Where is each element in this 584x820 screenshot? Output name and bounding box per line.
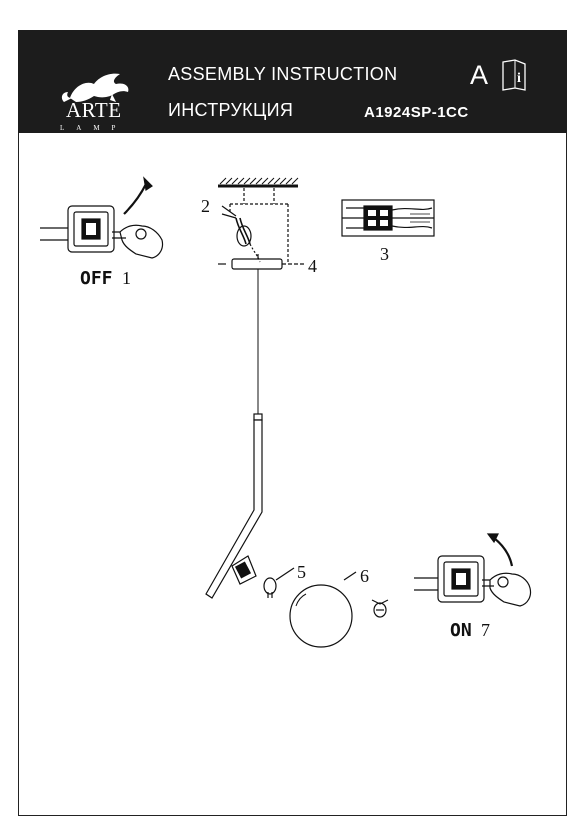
canopy-icon	[218, 254, 306, 270]
ceiling-mount-icon	[218, 177, 299, 263]
instruction-sheet	[18, 30, 567, 816]
step-number-5: 5	[297, 562, 306, 582]
title-english: ASSEMBLY INSTRUCTION	[168, 64, 398, 84]
brand-name: ARTE	[66, 98, 122, 122]
book-letter: i	[517, 71, 521, 86]
step-number-2: 2	[201, 196, 210, 216]
step-number-7: 7	[481, 620, 490, 640]
step-number-3: 3	[380, 244, 389, 264]
bulb-icon	[263, 567, 295, 598]
terminal-block-icon	[341, 199, 435, 237]
wall-switch-on-icon	[414, 533, 532, 607]
lamp-rod-icon	[205, 413, 263, 599]
wall-switch-off-icon	[40, 176, 164, 259]
off-label: OFF	[80, 268, 113, 289]
griffin-logo-icon	[61, 73, 129, 102]
brand-subtitle: LAMP	[60, 124, 128, 132]
on-label: ON	[450, 620, 472, 641]
glass-shade-icon	[289, 571, 389, 648]
language-letter: A	[470, 60, 489, 90]
model-number: A1924SP-1CC	[364, 104, 469, 121]
info-book-icon: i	[502, 59, 526, 91]
step-number-6: 6	[360, 566, 369, 586]
title-russian: ИНСТРУКЦИЯ	[168, 100, 294, 120]
step-number-1: 1	[122, 268, 131, 288]
step-number-4: 4	[308, 256, 317, 276]
